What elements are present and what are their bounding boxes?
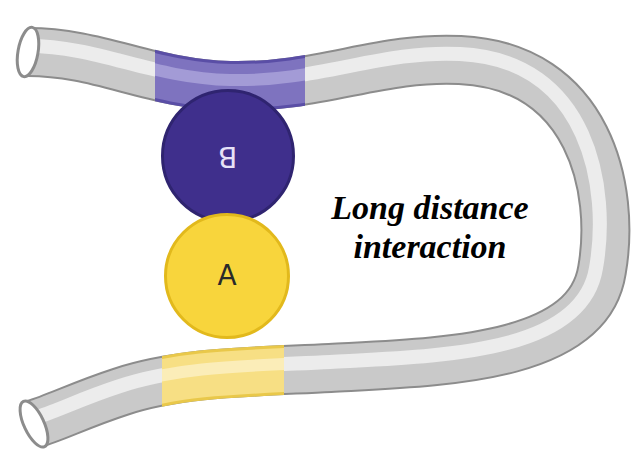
tube-opening	[14, 26, 42, 79]
dna-tube	[28, 46, 605, 424]
interaction-label: Long distance interaction	[290, 188, 570, 266]
yellow-band	[162, 362, 284, 424]
protein-a-circle: A	[164, 213, 290, 339]
tube-opening	[14, 397, 53, 451]
node-letter: B	[218, 142, 237, 170]
protein-b-circle: B	[161, 89, 295, 223]
node-letter: A	[217, 262, 236, 290]
purple-band	[155, 46, 305, 86]
